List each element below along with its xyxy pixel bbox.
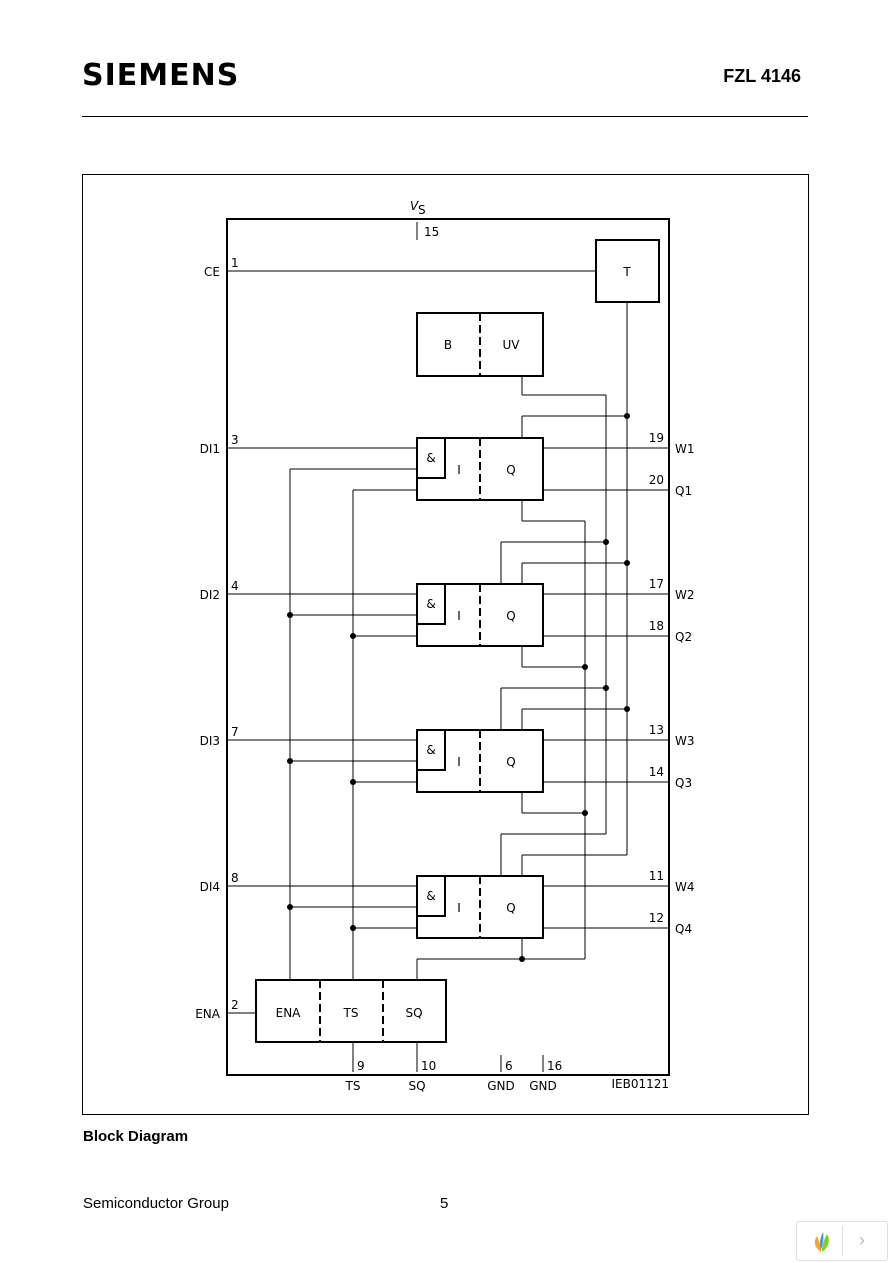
q-label: Q <box>506 609 515 623</box>
signal-w4: W4 <box>675 880 695 894</box>
signal-di2: DI2 <box>200 588 220 602</box>
pin-1: 1 <box>231 256 239 270</box>
and-gate-label: & <box>426 889 435 903</box>
pin-8: 8 <box>231 871 239 885</box>
chevron-right-icon[interactable]: › <box>859 1230 865 1250</box>
pin-13: 13 <box>649 723 664 737</box>
pin-18: 18 <box>649 619 664 633</box>
supply-label: V <box>410 199 419 213</box>
signal-q2: Q2 <box>675 630 692 644</box>
block-uv-label: UV <box>503 338 521 352</box>
i-label: I <box>457 463 461 477</box>
signal-w1: W1 <box>675 442 695 456</box>
supply-subscript: S <box>418 203 426 217</box>
signal-di1: DI1 <box>200 442 220 456</box>
and-gate-label: & <box>426 597 435 611</box>
block-sq-label: SQ <box>405 1006 422 1020</box>
i-label: I <box>457 901 461 915</box>
pin-14: 14 <box>649 765 664 779</box>
q-label: Q <box>506 755 515 769</box>
header-rule <box>82 116 808 117</box>
pin-4: 4 <box>231 579 239 593</box>
page-navigation-widget: › <box>796 1221 888 1261</box>
q-label: Q <box>506 901 515 915</box>
document-id: FZL 4146 <box>723 66 801 86</box>
leaf-icon[interactable] <box>809 1230 835 1259</box>
signal-di3: DI3 <box>200 734 220 748</box>
block-ena-label: ENA <box>276 1006 302 1020</box>
block-ena-ts-sq <box>255 979 447 1043</box>
pin-7: 7 <box>231 725 239 739</box>
signal-gnd: GND <box>487 1079 515 1093</box>
junction-dots <box>287 413 630 962</box>
figure-frame <box>82 174 809 1115</box>
i-label: I <box>457 755 461 769</box>
pin-12: 12 <box>649 911 664 925</box>
block-b-label: B <box>444 338 452 352</box>
brand-logo: SIEMENS <box>82 58 240 93</box>
figure-caption: Block Diagram <box>83 1128 189 1145</box>
supply-pin: 15 <box>424 225 439 239</box>
signal-ena: ENA <box>195 1007 221 1021</box>
signal-w2: W2 <box>675 588 695 602</box>
i-label: I <box>457 609 461 623</box>
pin-2: 2 <box>231 998 239 1012</box>
pin-20: 20 <box>649 473 664 487</box>
pin-6: 6 <box>505 1059 513 1073</box>
pin-17: 17 <box>649 577 664 591</box>
pin-19: 19 <box>649 431 664 445</box>
block-t-label: T <box>622 265 631 279</box>
signal-wires <box>227 222 669 1072</box>
nav-divider <box>842 1226 843 1256</box>
signal-sq: SQ <box>408 1079 425 1093</box>
signal-q4: Q4 <box>675 922 692 936</box>
pin-3: 3 <box>231 433 239 447</box>
signal-gnd: GND <box>529 1079 557 1093</box>
signal-di4: DI4 <box>200 880 220 894</box>
and-gate-label: & <box>426 451 435 465</box>
signal-q1: Q1 <box>675 484 692 498</box>
figure-code: IEB01121 <box>611 1077 669 1091</box>
pin-10: 10 <box>421 1059 436 1073</box>
footer-group: Semiconductor Group <box>83 1195 229 1212</box>
block-ts-label: TS <box>343 1006 359 1020</box>
page-number: 5 <box>440 1195 449 1212</box>
q-label: Q <box>506 463 515 477</box>
ic-body <box>226 218 670 1076</box>
signal-q3: Q3 <box>675 776 692 790</box>
pin-16: 16 <box>547 1059 562 1073</box>
and-gate-label: & <box>426 743 435 757</box>
signal-ce: CE <box>204 265 220 279</box>
pin-9: 9 <box>357 1059 365 1073</box>
signal-ts: TS <box>345 1079 361 1093</box>
signal-w3: W3 <box>675 734 695 748</box>
pin-11: 11 <box>649 869 664 883</box>
